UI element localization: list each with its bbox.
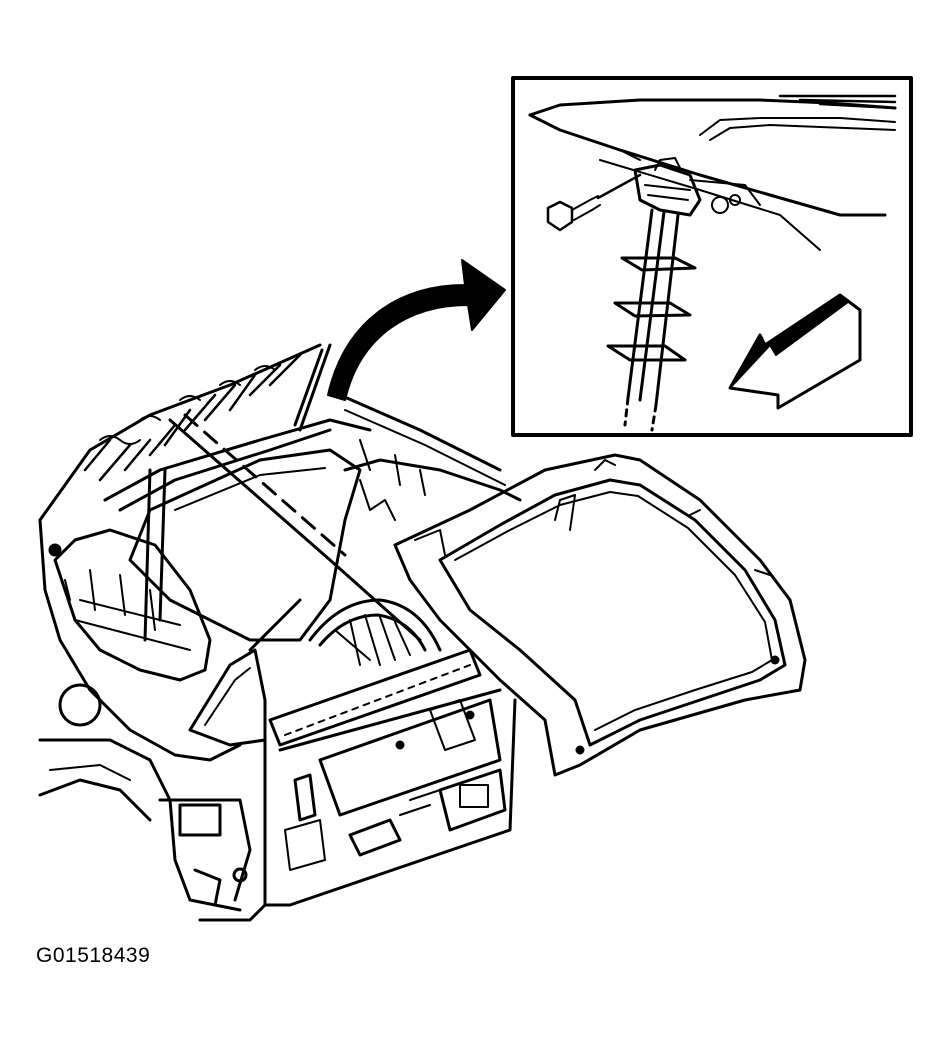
roof-outline [38,343,422,642]
liftgate-panel [393,453,807,777]
curved-arrow-icon [327,259,506,401]
bolt-icon [546,173,642,232]
figure-id-label: G01518439 [36,944,151,967]
detail-inset [511,76,913,437]
rear-end-panel [198,688,517,922]
left-quarter-panel [38,518,252,912]
liftgate-opening [128,343,522,747]
direction-arrow-icon [728,293,862,410]
